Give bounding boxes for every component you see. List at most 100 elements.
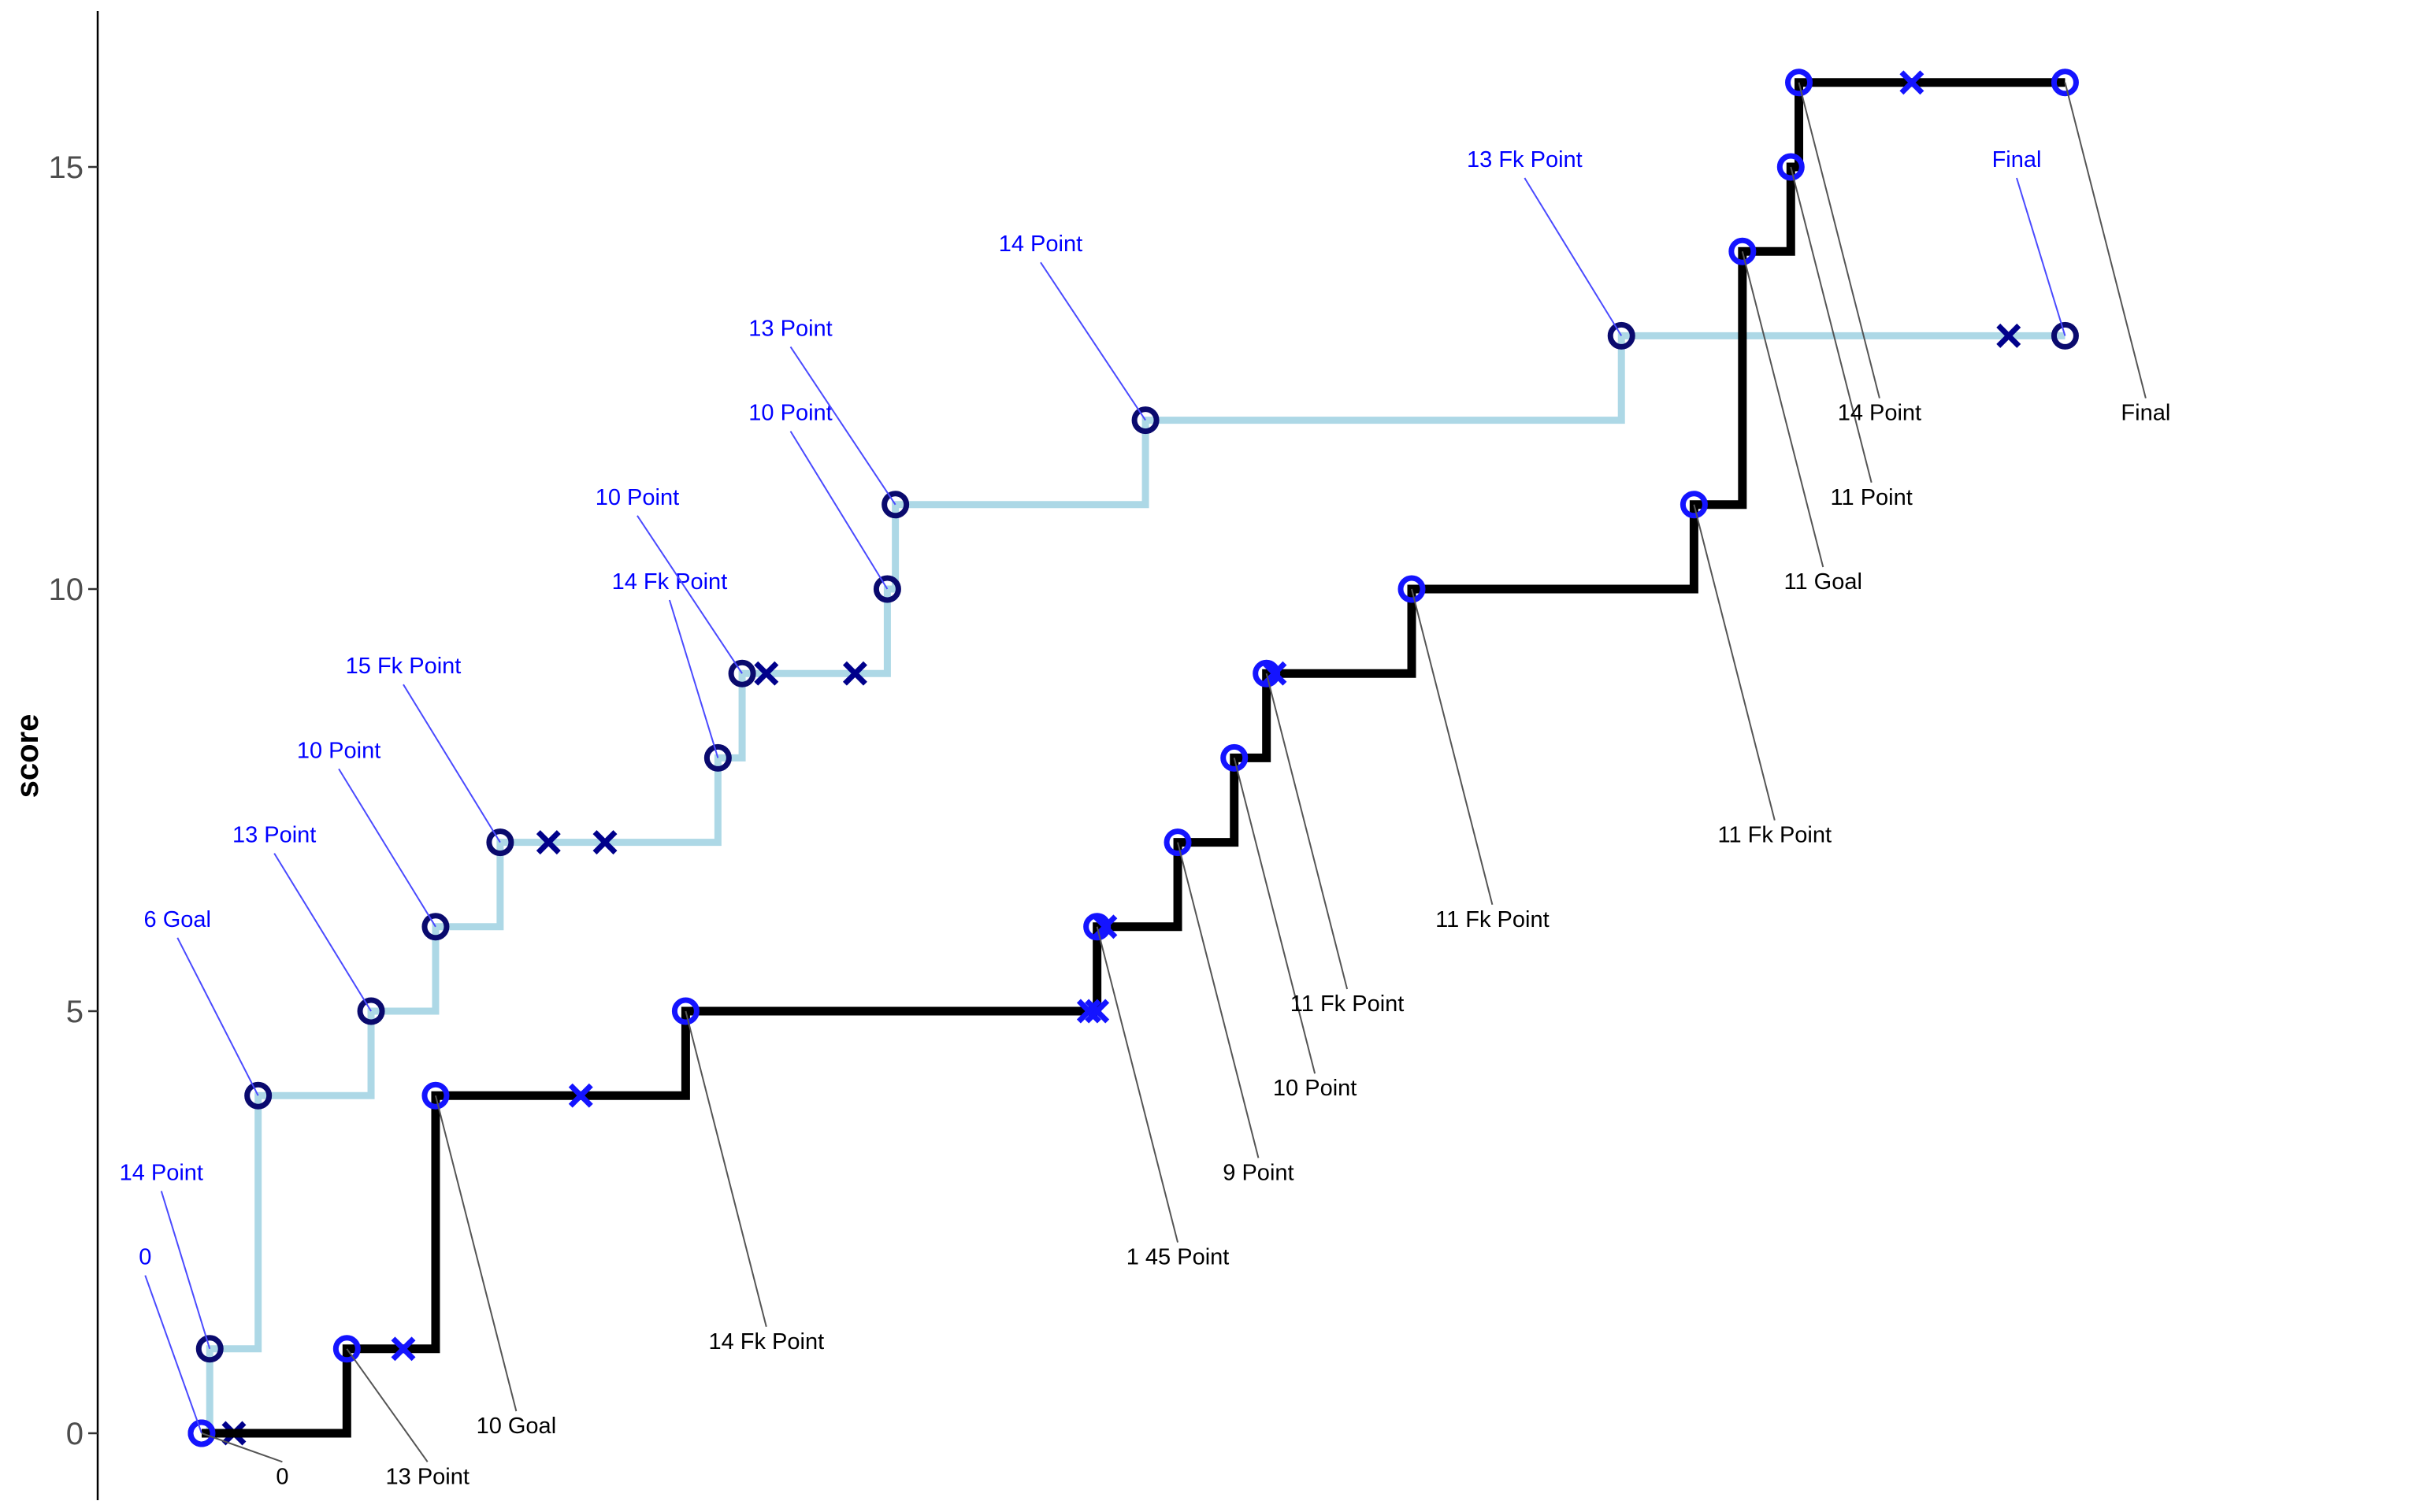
- leader-line: [1177, 842, 1260, 1158]
- point-label: 15 Fk Point: [346, 654, 462, 679]
- score-point: [1220, 743, 1249, 772]
- point-annotation: 0: [139, 1245, 202, 1434]
- miss-marker: [842, 661, 867, 686]
- leader-line: [346, 1348, 429, 1462]
- point-label: 1 45 Point: [1126, 1245, 1230, 1270]
- point-annotation: Final: [1992, 147, 2066, 336]
- leader-line: [1524, 177, 1623, 336]
- point-label: Final: [1992, 147, 2042, 172]
- point-annotation: 10 Point: [1233, 758, 1357, 1101]
- point-label: 13 Fk Point: [1467, 147, 1583, 172]
- score-point: [1083, 913, 1112, 941]
- leader-line: [1741, 250, 1824, 568]
- score-point: [703, 743, 732, 772]
- point-annotation: 14 Point: [1798, 82, 1921, 426]
- score-point: [486, 828, 514, 857]
- leader-line: [338, 768, 436, 928]
- point-annotation: 13 Point: [346, 1348, 470, 1489]
- leader-line: [1798, 82, 1880, 398]
- score-point: [244, 1081, 273, 1110]
- point-label: 11 Point: [1831, 485, 1913, 510]
- score-point: [332, 1335, 361, 1363]
- score-point: [2051, 321, 2079, 350]
- point-annotation: 11 Fk Point: [1411, 588, 1550, 932]
- point-annotation: 14 Fk Point: [612, 569, 728, 758]
- point-annotation: 15 Fk Point: [346, 654, 501, 843]
- point-annotation: 1 45 Point: [1096, 926, 1230, 1270]
- score-point: [421, 913, 450, 941]
- point-label: 11 Goal: [1784, 569, 1862, 595]
- leader-line: [434, 1095, 518, 1412]
- point-label: 11 Fk Point: [1435, 907, 1550, 932]
- point-annotation: 13 Fk Point: [1467, 147, 1623, 336]
- point-label: 10 Point: [297, 738, 380, 763]
- point-annotation: 11 Fk Point: [1693, 504, 1832, 848]
- point-label: 13 Point: [748, 316, 832, 341]
- series-1: [187, 69, 2079, 1447]
- point-annotation: 13 Point: [232, 823, 372, 1012]
- leader-line: [789, 346, 896, 506]
- point-annotation: 11 Goal: [1741, 250, 1862, 595]
- leader-line: [1096, 926, 1179, 1243]
- leader-line: [1265, 673, 1349, 990]
- score-point: [357, 997, 385, 1025]
- point-annotation: Final: [2064, 82, 2170, 426]
- point-annotation: 10 Goal: [434, 1095, 557, 1439]
- leader-line: [201, 1432, 283, 1463]
- miss-marker: [754, 661, 779, 686]
- point-label: 14 Point: [999, 232, 1082, 257]
- point-label: 14 Fk Point: [612, 569, 728, 595]
- point-annotation: 10 Point: [297, 738, 436, 928]
- score-point: [728, 659, 756, 687]
- y-axis-label: score: [10, 714, 45, 799]
- score-point: [671, 997, 700, 1025]
- leader-line: [685, 1010, 767, 1328]
- leader-line: [2016, 177, 2066, 336]
- leader-line: [1233, 758, 1316, 1074]
- point-annotation: 11 Fk Point: [1265, 673, 1405, 1017]
- point-label: 6 Goal: [144, 907, 211, 932]
- point-annotation: 11 Point: [1790, 166, 1913, 510]
- leader-line: [1790, 166, 1873, 484]
- point-annotation: 6 Goal: [144, 907, 259, 1096]
- y-tick-label: 5: [66, 995, 84, 1029]
- leader-line: [176, 937, 259, 1096]
- y-tick-label: 0: [66, 1417, 84, 1451]
- point-annotation: 0: [201, 1432, 288, 1489]
- series-0: [187, 321, 2079, 1447]
- score-point: [873, 575, 901, 603]
- point-annotation: 10 Point: [596, 485, 743, 674]
- score-point: [1607, 321, 1635, 350]
- leader-line: [1693, 504, 1776, 821]
- point-annotation: 14 Fk Point: [685, 1010, 824, 1354]
- leader-line: [403, 684, 501, 843]
- y-tick-label: 15: [49, 150, 84, 185]
- score-point: [421, 1081, 450, 1110]
- point-label: 10 Goal: [477, 1414, 557, 1439]
- point-annotation: 13 Point: [748, 316, 896, 506]
- score-point: [2051, 69, 2079, 97]
- point-label: 9 Point: [1223, 1160, 1294, 1185]
- point-label: 13 Point: [232, 823, 316, 848]
- point-label: 0: [139, 1245, 151, 1270]
- leader-line: [1411, 588, 1494, 906]
- score-point: [1776, 153, 1805, 181]
- leader-line: [1040, 261, 1146, 421]
- score-point: [1397, 575, 1426, 603]
- series-line: [202, 332, 2066, 1437]
- score-point: [1785, 69, 1813, 97]
- point-annotation: 10 Point: [748, 401, 889, 590]
- point-label: Final: [2121, 401, 2170, 426]
- leader-line: [789, 431, 889, 590]
- y-tick-label: 10: [49, 573, 84, 607]
- series-line: [202, 78, 2066, 1438]
- leader-line: [668, 599, 719, 758]
- score-point: [1131, 406, 1160, 435]
- score-point: [1680, 491, 1708, 519]
- point-label: 10 Point: [1273, 1076, 1357, 1101]
- point-label: 14 Point: [1838, 401, 1921, 426]
- point-label: 11 Fk Point: [1290, 991, 1405, 1017]
- axes: 0 5 10 15: [49, 11, 99, 1500]
- point-label: 13 Point: [386, 1464, 470, 1489]
- miss-marker: [592, 830, 618, 855]
